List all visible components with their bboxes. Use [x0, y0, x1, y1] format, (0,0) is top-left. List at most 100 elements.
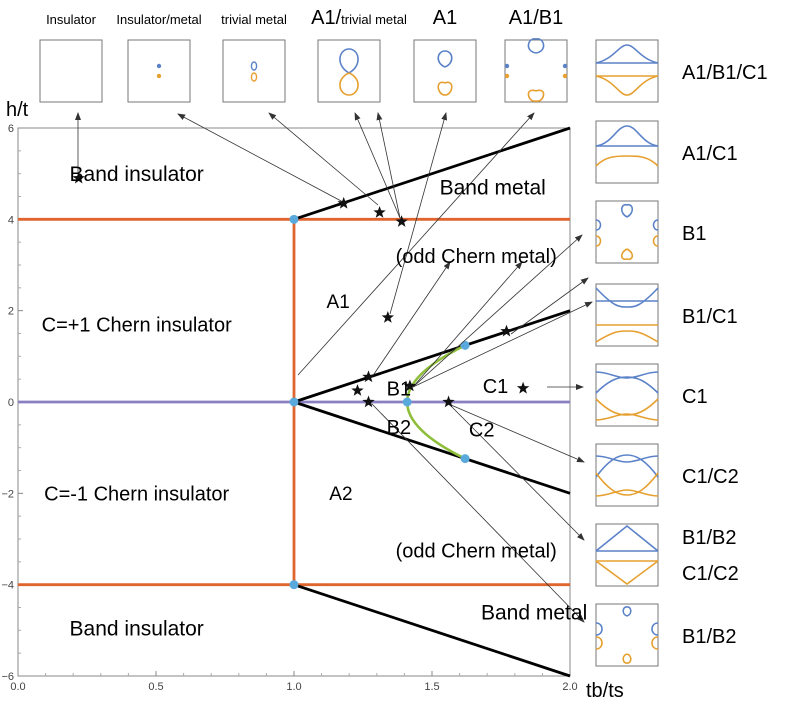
transition-point: [289, 580, 299, 590]
side-panel-frame: [595, 200, 659, 264]
fermi-pocket: [250, 61, 258, 71]
region-label: C=+1 Chern insulator: [42, 314, 232, 336]
x-tick-label: 1.0: [286, 681, 301, 693]
annotation-arrow: [371, 261, 451, 378]
top-panel-label: Insulator/metal: [116, 12, 201, 27]
annotation-arrow: [354, 112, 401, 219]
transition-point: [289, 214, 299, 224]
region-label: A2: [329, 484, 352, 505]
side-panel-frame: [595, 523, 659, 587]
fermi-pocket: [339, 72, 359, 96]
region-label: B2: [387, 417, 411, 439]
arrows: [75, 112, 593, 623]
fermi-pocket: [622, 653, 632, 664]
side-panel-frame: [595, 603, 659, 667]
fermi-pocket: [652, 235, 659, 247]
top-panel-frame: [413, 39, 477, 103]
region-label: (odd Chern metal): [396, 246, 557, 268]
annotation-arrow: [376, 112, 401, 219]
y-tick-label: 6: [8, 123, 14, 135]
sample-star: [516, 381, 530, 394]
band-curve: [595, 44, 659, 64]
band-curve: [595, 330, 659, 343]
fermi-pocket: [437, 50, 453, 68]
y-tick-label: −6: [1, 671, 14, 683]
y-tick-label: −2: [1, 488, 14, 500]
region-label: Band insulator: [70, 163, 204, 186]
top-panel-frame: [317, 39, 381, 103]
annotation-arrow: [510, 277, 589, 335]
fermi-point: [504, 73, 510, 79]
fermi-pocket: [595, 235, 602, 247]
phase-line-black: [293, 126, 571, 221]
top-panel-label-small: trivial metal: [341, 12, 407, 27]
fermi-pocket: [595, 219, 602, 231]
band-curve: [595, 75, 659, 96]
side-panels: A1/B1/C1A1/C1B1B1/C1C1C1/C2B1/B2C1/C2B1/…: [595, 39, 768, 667]
fermi-pocket: [437, 81, 453, 96]
region-label: (odd Chern metal): [396, 540, 557, 562]
phase-line-black: [293, 583, 571, 678]
band-curve: [595, 560, 659, 585]
x-tick-label: 0.0: [10, 681, 25, 693]
annotation-arrow: [449, 404, 585, 541]
side-panel-label: C1/C2: [682, 466, 739, 488]
region-label: Band metal: [481, 601, 587, 624]
fermi-pocket: [620, 248, 634, 261]
annotation-arrow: [177, 113, 344, 203]
annotation-arrow: [297, 112, 535, 376]
fermi-pocket: [652, 219, 659, 231]
region-label: Band insulator: [70, 617, 204, 640]
transition-point: [460, 454, 470, 464]
band-curve: [595, 376, 659, 394]
region-label: C2: [469, 419, 495, 441]
side-panel-frame: [595, 443, 659, 507]
sample-star: [362, 370, 375, 383]
sample-stars: [72, 171, 530, 408]
y-tick-label: 2: [8, 306, 14, 318]
band-curve: [595, 489, 659, 497]
transition-point: [289, 397, 299, 407]
band-curve: [595, 155, 659, 167]
annotation-arrow: [268, 112, 379, 206]
annotation-arrow: [412, 234, 583, 388]
top-panel-frame: [127, 39, 191, 103]
phase-line-black: [293, 309, 571, 404]
band-curve: [595, 455, 659, 463]
x-tick-marks: [17, 671, 571, 676]
top-panel-label: A1/B1: [509, 7, 563, 29]
region-label: C1: [483, 376, 509, 398]
side-panel-label: A1/B1/C1: [682, 62, 768, 84]
x-tick-label: 2.0: [562, 681, 577, 693]
sample-star: [395, 215, 408, 227]
side-panel-frame: [595, 39, 659, 103]
y-tick-label: 0: [8, 397, 14, 409]
band-curve: [595, 454, 659, 478]
sample-star: [373, 206, 386, 218]
side-panel-label: C1: [682, 386, 708, 408]
sample-star: [351, 384, 364, 396]
x-axis-label: tb/ts: [586, 680, 624, 702]
fermi-pocket: [620, 203, 634, 218]
fermi-pocket: [250, 72, 258, 82]
sample-star: [403, 379, 417, 392]
side-panel-label: B1/B2: [682, 626, 736, 648]
band-curve: [595, 398, 659, 416]
side-panel-label: A1/C1: [682, 143, 738, 165]
fermi-pocket: [527, 89, 545, 102]
y-axis-label: h/t: [6, 99, 29, 121]
sample-star: [72, 171, 85, 184]
top-panel-frame: [504, 39, 568, 103]
y-tick-label: −4: [1, 580, 14, 592]
band-curve: [595, 413, 659, 421]
band-curve: [595, 524, 659, 552]
top-panel-label: Insulator: [46, 12, 97, 27]
top-panel-label: A1/trivial metal: [311, 7, 407, 29]
annotation-arrow: [371, 403, 585, 623]
side-panel-label: B1: [682, 223, 706, 245]
side-panel-label: C1/C2: [682, 563, 739, 585]
fermi-pocket: [595, 636, 603, 650]
